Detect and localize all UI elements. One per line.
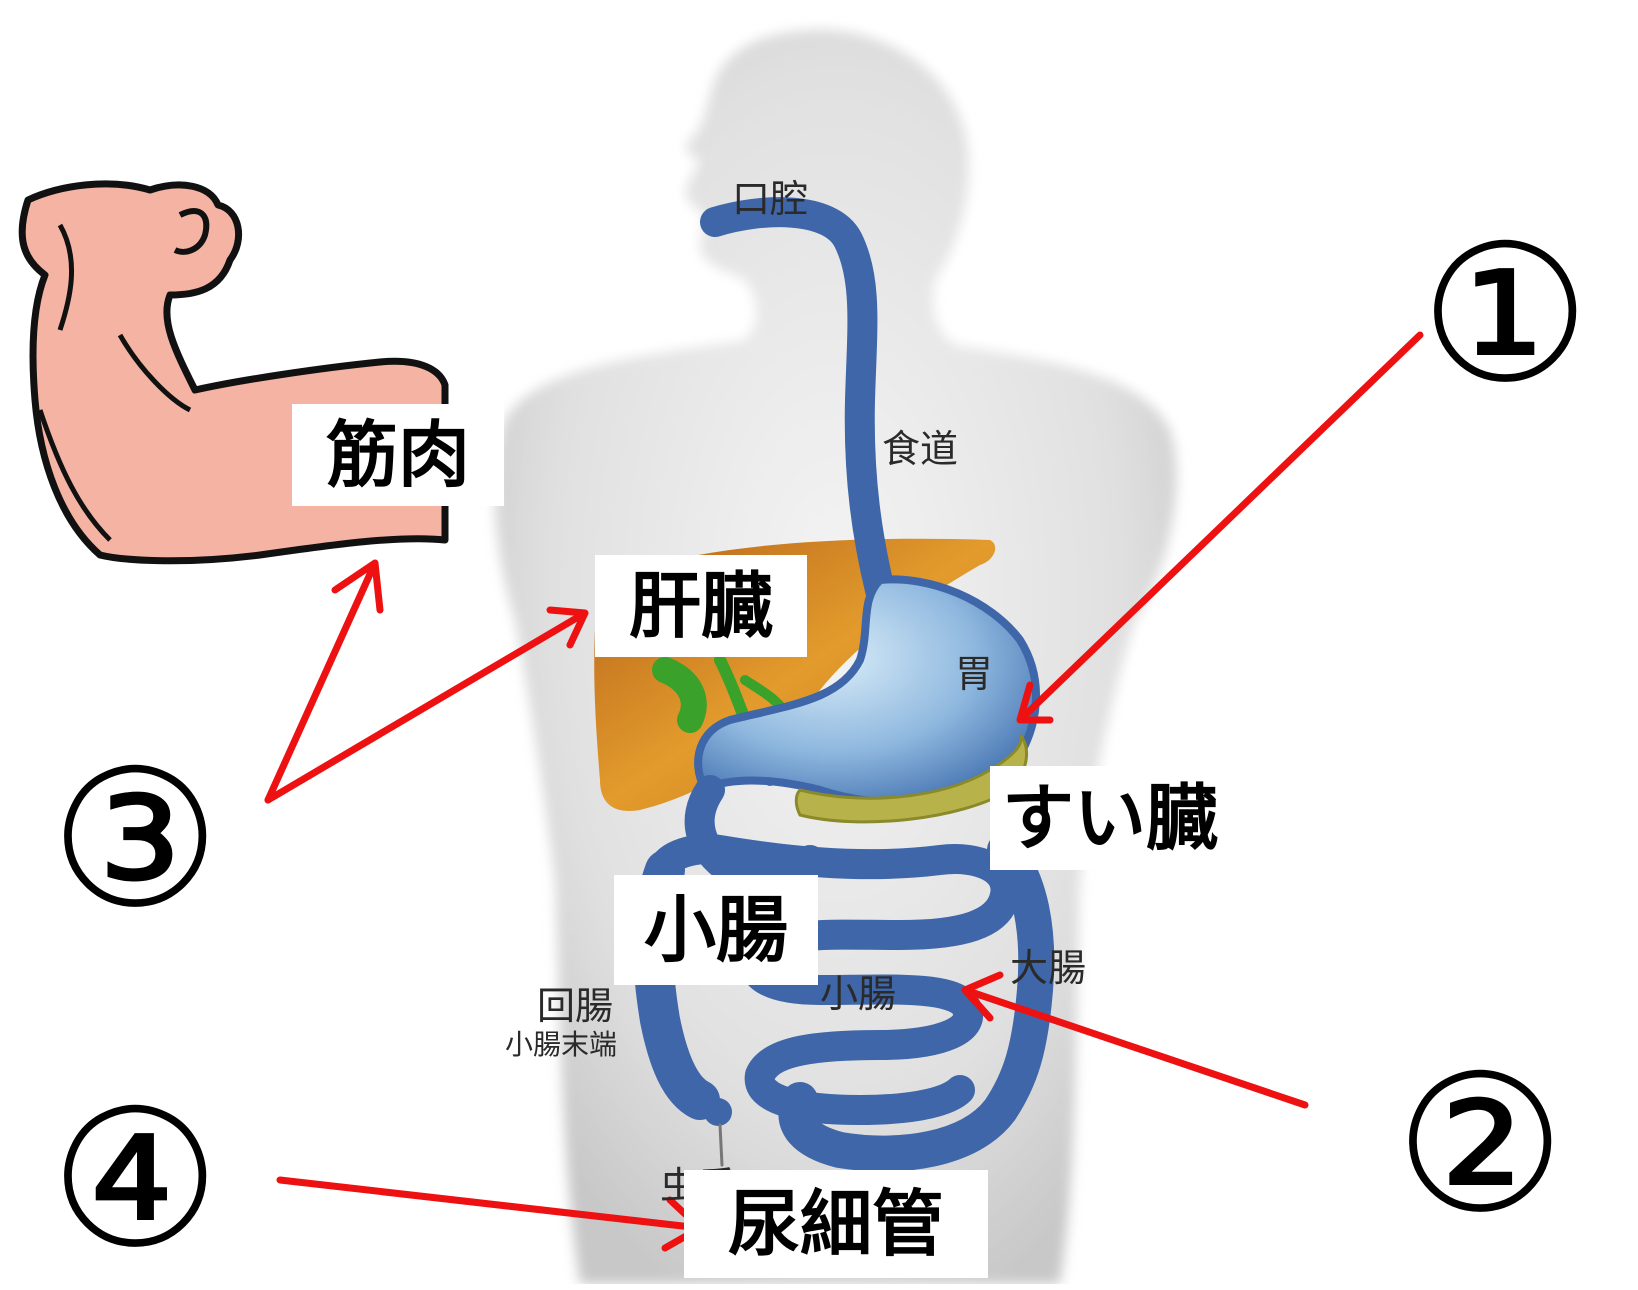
- label-large-intestine: 大腸: [1010, 937, 1086, 992]
- marker-one: ①: [1420, 220, 1590, 410]
- label-ileum: 回腸: [537, 975, 613, 1030]
- label-esophagus: 食道: [882, 418, 958, 473]
- label-ileum-note: 小腸末端: [505, 1023, 617, 1063]
- callout-liver: 肝臓: [595, 555, 807, 657]
- marker-two: ②: [1395, 1050, 1565, 1240]
- callout-small-intestine: 小腸: [614, 875, 818, 985]
- label-small-intestine-small: 小腸: [820, 963, 896, 1018]
- callout-renal-tubule: 尿細管: [684, 1170, 988, 1278]
- label-mouth: 口腔: [732, 168, 808, 223]
- marker-three: ③: [50, 745, 220, 935]
- marker-four: ④: [50, 1085, 220, 1275]
- label-stomach: 胃: [955, 643, 993, 698]
- callout-pancreas: すい臓: [990, 766, 1230, 870]
- callout-muscle: 筋肉: [292, 404, 504, 506]
